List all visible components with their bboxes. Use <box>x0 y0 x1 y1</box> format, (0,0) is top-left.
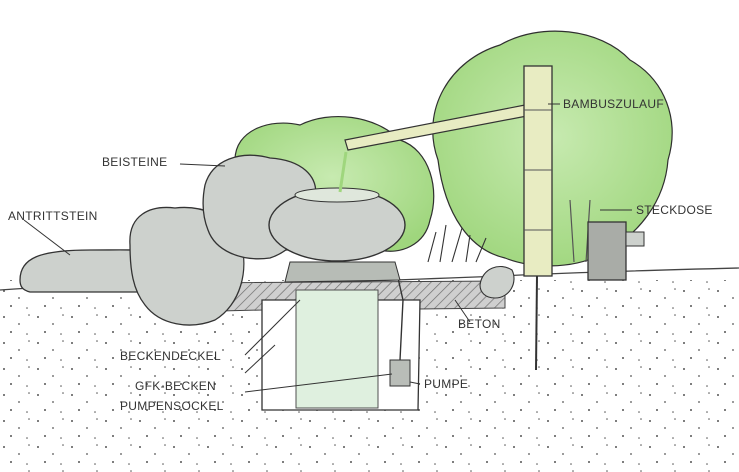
pump-hose <box>397 277 404 361</box>
grass <box>427 224 487 263</box>
label-pumpensockel: PUMPENSOCKEL <box>120 399 224 413</box>
bamboo-post <box>523 65 553 277</box>
label-beton: BETON <box>458 317 501 331</box>
label-beckendeckel: BECKENDECKEL <box>120 349 221 363</box>
pump-base <box>389 359 411 387</box>
fountain-bowl-rim <box>294 187 380 203</box>
leader-lines <box>23 103 632 393</box>
label-beisteine: BEISTEINE <box>102 155 167 169</box>
socket-plug <box>625 231 645 247</box>
socket-post <box>587 221 627 281</box>
bamboo-nodes <box>524 109 552 231</box>
bamboo-spike <box>535 275 538 371</box>
label-gfk-becken: GFK-BECKEN <box>135 379 216 393</box>
label-steckdose: STECKDOSE <box>636 203 713 217</box>
label-bambuszulauf: BAMBUSZULAUF <box>563 97 664 111</box>
label-antrittstein: ANTRITTSTEIN <box>8 209 98 223</box>
bowl-plinth <box>284 261 401 283</box>
water-stream <box>338 151 348 193</box>
label-pumpe: PUMPE <box>424 377 468 391</box>
basin-water <box>295 289 379 409</box>
stone-right <box>479 266 515 299</box>
